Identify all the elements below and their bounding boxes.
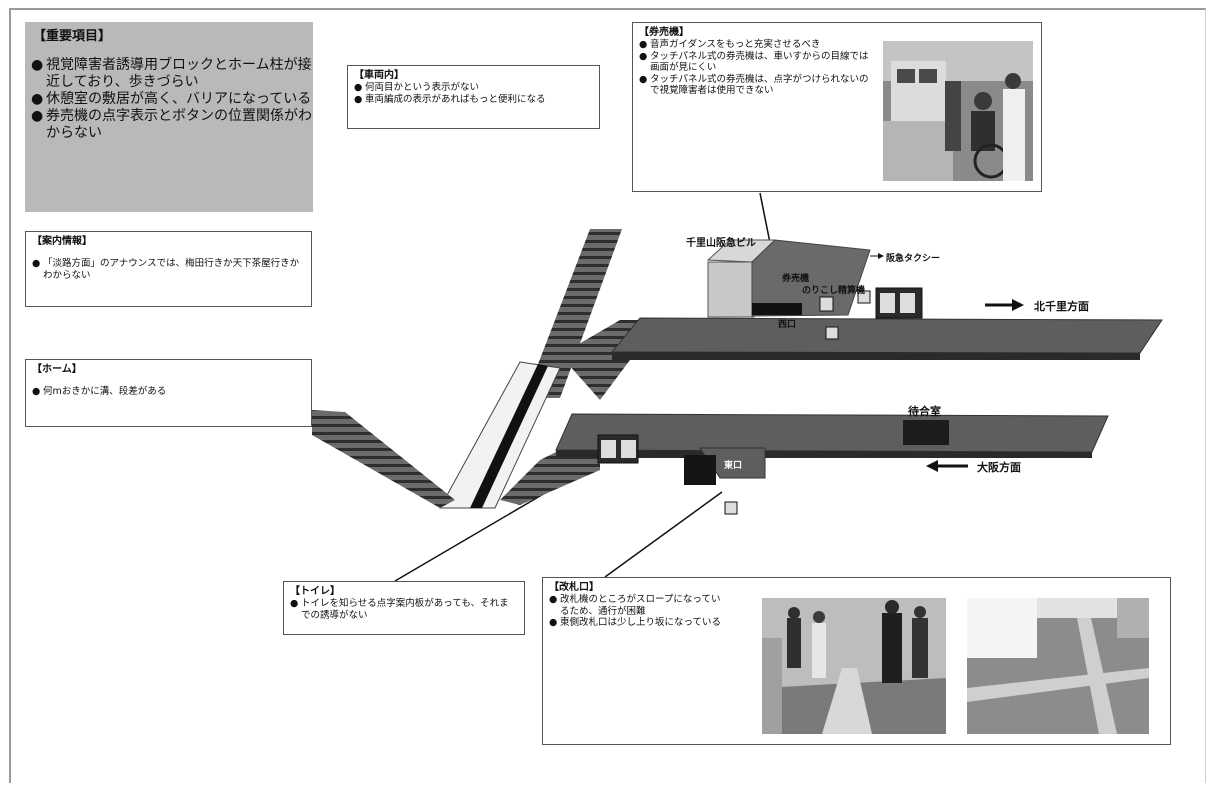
ticket-title: 【券売機】 [639, 27, 689, 38]
waiting-room-label: 待合室 [908, 405, 941, 418]
key-points-title: 【重要項目】 [33, 29, 112, 44]
gate-panel: 【改札口】 改札機のところがスロープになっているため、通行が困難 東側改札口は少… [542, 577, 1171, 745]
ticket-item: 音声ガイダンスをもっと充実させるべき [639, 39, 877, 51]
ticket-label: 券売機 [782, 274, 810, 284]
train-panel: 【車両内】 何両目かという表示がない 車両編成の表示があればもっと便利になる [347, 65, 600, 129]
north-platform [610, 317, 1163, 354]
waiting-room [903, 420, 949, 445]
key-point-item: 視覚障害者誘導用ブロックとホーム柱が接近しており、歩きづらい [31, 57, 313, 91]
train-item: 何両目かという表示がない [354, 82, 593, 94]
building-label: 千里山阪急ビル [686, 238, 756, 249]
left-stairs [312, 410, 455, 508]
page-frame [9, 8, 1206, 783]
toilet-title: 【トイレ】 [290, 586, 340, 597]
east-gate [684, 455, 716, 485]
platform-title: 【ホーム】 [32, 364, 82, 375]
key-points-panel: 【重要項目】 視覚障害者誘導用ブロックとホーム柱が接近しており、歩きづらい 休憩… [25, 22, 313, 212]
ticket-machine-photo [883, 41, 1033, 181]
north-label: 北千里方面 [1034, 300, 1089, 313]
gate-photo-2 [967, 598, 1149, 734]
info-title: 【案内情報】 [32, 236, 92, 247]
ramp-stripe [470, 364, 548, 508]
train-title: 【車両内】 [354, 70, 404, 81]
gate-title: 【改札口】 [549, 582, 599, 593]
building-face [707, 261, 755, 318]
platform-panel: 【ホーム】 何mおきかに溝、段差がある [25, 359, 312, 427]
leader-gate [604, 491, 723, 578]
key-point-item: 休憩室の敷居が高く、バリアになっている [31, 91, 313, 108]
ticket-item: タッチパネル式の券売機は、点字がつけられないので視覚障害者は使用できない [639, 74, 877, 97]
info-panel: 【案内情報】 「淡路方面」のアナウンスでは、梅田行きか天下茶屋行きかわからない [25, 231, 312, 307]
taxi-label: 阪急タクシー [886, 254, 941, 264]
key-point-item: 券売機の点字表示とボタンの位置関係がわからない [31, 108, 313, 142]
platform-item: 何mおきかに溝、段差がある [32, 386, 305, 398]
train-item: 車両編成の表示があればもっと便利になる [354, 94, 593, 106]
info-item: 「淡路方面」のアナウンスでは、梅田行きか天下茶屋行きかわからない [32, 258, 305, 281]
gate-item: 東側改札口は少し上り坂になっている [549, 617, 729, 629]
toilet-panel: 【トイレ】 トイレを知らせる点字案内板があっても、それまでの誘導がない [283, 581, 525, 635]
upper-stairs [525, 229, 622, 398]
gate-item: 改札機のところがスロープになっているため、通行が困難 [549, 594, 729, 617]
toilet-item: トイレを知らせる点字案内板があっても、それまでの誘導がない [290, 598, 518, 621]
ticket-item: タッチパネル式の券売機は、車いすからの目線では画面が見にくい [639, 51, 877, 74]
west-exit-label: 西口 [778, 320, 797, 330]
east-exit-label: 東口 [724, 461, 743, 471]
osaka-label: 大阪方面 [977, 461, 1021, 474]
transfer-label: のりこし精算機 [802, 286, 866, 296]
ticket-machine-panel: 【券売機】 音声ガイダンスをもっと充実させるべき タッチパネル式の券売機は、車い… [632, 22, 1042, 192]
south-platform [555, 413, 1109, 453]
gate-photo-1 [762, 598, 946, 734]
